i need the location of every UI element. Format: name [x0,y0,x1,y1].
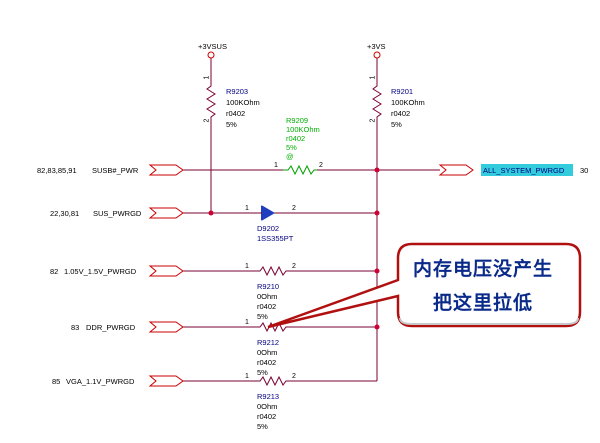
port-vga [148,375,184,387]
vga-page-refs: 85 [52,377,61,386]
r9201-tolerance: 5% [391,120,402,129]
callout-line-1: 内存电压没产生 [412,258,553,280]
power-symbol-3vsus [207,51,215,59]
r9201-name: R9201 [391,87,414,96]
pin-label: 1 [245,205,249,212]
diode-d9202 [256,205,280,221]
susb-net-name: SUSB#_PWR [92,166,139,175]
susb-page-refs: 82,83,85,91 [37,166,77,175]
all-system-page-ref: 30 [580,166,589,175]
net-highlight [481,164,573,176]
resistor-r9203 [206,80,216,125]
r9203-tolerance: 5% [226,120,237,129]
v105-net-name: 1.05V_1.5V_PWRGD [64,267,137,276]
r9209-value: 100KOhm [286,125,320,134]
pin-label: 2 [319,162,323,169]
port-105v [148,265,184,277]
callout-line-2: 把这里拉低 [432,292,533,314]
resistor-r9210 [256,265,290,277]
r9212-tolerance: 5% [257,368,268,377]
v105-page-refs: 82 [50,267,59,276]
power-symbol-3vs [373,51,381,59]
r9213-value: 0Ohm [257,402,278,411]
pin-label: 2 [292,205,296,212]
r9203-name: R9203 [226,87,249,96]
pin-label: 1 [245,319,249,326]
junction-105v [374,268,380,274]
r9209-name: R9209 [286,116,309,125]
resistor-r9201 [372,80,382,125]
pin-label: 2 [203,118,211,123]
r9201-package: r0402 [391,109,411,118]
r9210-package: r0402 [257,302,277,311]
annotation-callout: 内存电压没产生 把这里拉低 [389,242,577,328]
r9212-package: r0402 [257,358,277,367]
r9210-value: 0Ohm [257,292,278,301]
callout-shape [267,242,582,329]
r9210-name: R9210 [257,282,280,291]
pin-label: 1 [274,162,278,169]
port-sus [148,207,184,219]
r9213-tolerance: 5% [257,422,268,431]
pin-label: 1 [245,373,249,380]
d9202-part: 1SS355PT [257,234,294,243]
all-system-pwrgd-net: ALL_SYSTEM_PWRGD [483,166,565,175]
resistor-r9213 [256,375,290,387]
vga-net-name: VGA_1.1V_PWRGD [66,377,135,386]
pin-label: 1 [245,263,249,270]
pin-label: 2 [292,263,296,270]
sus-net-name: SUS_PWRGD [93,209,142,218]
r9203-package: r0402 [226,109,246,118]
ddr-net-name: DDR_PWRGD [86,323,136,332]
port-all-system [438,164,474,176]
r9209-package: r0402 [286,134,306,143]
junction-sus-left [208,210,214,216]
pin-label: 2 [292,373,296,380]
junction-susb [374,167,380,173]
pin-label: 2 [369,118,377,123]
ddr-page-refs: 83 [71,323,80,332]
r9210-tolerance: 5% [257,312,268,321]
sus-page-refs: 22,30,81 [50,209,80,218]
d9202-name: D9202 [257,224,280,233]
r9201-value: 100KOhm [391,98,425,107]
port-ddr [148,321,184,333]
r9203-value: 100KOhm [226,98,260,107]
junction-ddr [374,324,380,330]
r9213-package: r0402 [257,412,277,421]
pin-label: 1 [369,75,377,80]
r9213-name: R9213 [257,392,280,401]
resistor-r9209 [283,164,317,176]
pin-label: 1 [203,75,211,80]
power-label-3vsus: +3VSUS [198,42,227,51]
r9209-mark: @ [286,152,294,161]
power-label-3vs: +3VS [367,42,386,51]
junction-sus-right [374,210,380,216]
r9209-tolerance: 5% [286,143,297,152]
r9212-name: R9212 [257,338,280,347]
r9212-value: 0Ohm [257,348,278,357]
port-susb [148,164,184,176]
